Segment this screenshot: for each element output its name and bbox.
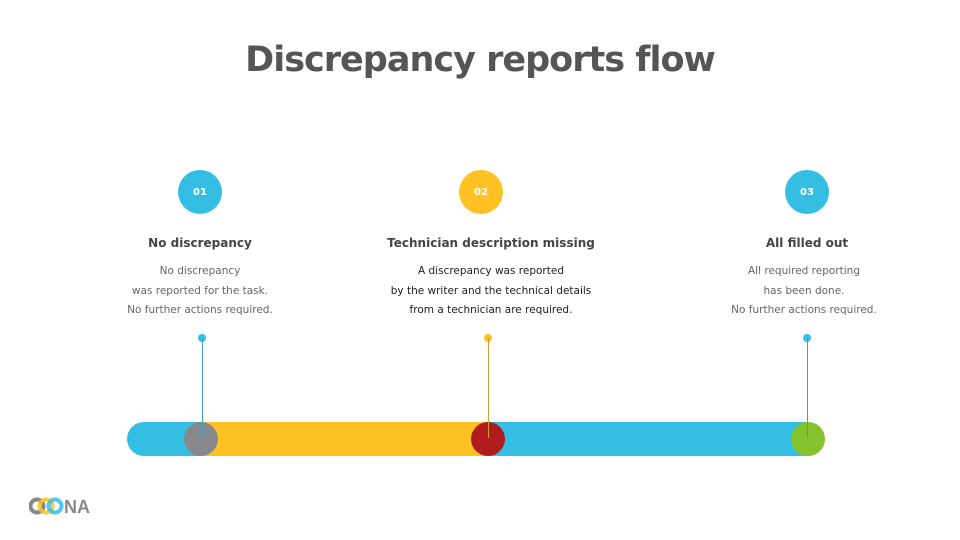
step-number-1: 01 bbox=[178, 170, 222, 214]
timeline-node-green bbox=[791, 422, 825, 456]
step-number-2: 02 bbox=[459, 170, 503, 214]
description-line: All required reporting bbox=[748, 265, 860, 277]
description-line: was reported for the task. bbox=[131, 284, 269, 297]
description-line: No further actions required. bbox=[127, 304, 273, 316]
page-title: Discrepancy reports flow bbox=[245, 40, 716, 80]
svg-text:NA: NA bbox=[64, 497, 90, 516]
step-heading-1: No discrepancy bbox=[148, 236, 252, 250]
description-line: No discrepancy bbox=[159, 265, 241, 277]
bar-segment-blue-end bbox=[488, 422, 808, 456]
description-line: No further actions required. bbox=[731, 304, 877, 316]
description-line: from a technician are required. bbox=[409, 304, 573, 316]
step-number-3: 03 bbox=[785, 170, 829, 214]
step-heading-3: All filled out bbox=[765, 236, 849, 250]
step-heading-2: Technician description missing bbox=[387, 236, 595, 250]
step-description-2: A discrepancy was reported by the writer… bbox=[341, 262, 641, 321]
oona-logo: NA bbox=[28, 496, 101, 520]
bar-segment-yellow bbox=[201, 422, 491, 456]
pin-line-2 bbox=[488, 338, 489, 438]
timeline-node-grey bbox=[184, 422, 218, 456]
pin-line-3 bbox=[807, 338, 808, 438]
description-line: has been done. bbox=[763, 284, 845, 297]
description-line: A discrepancy was reported bbox=[418, 265, 564, 277]
step-description-3: All required reporting has been done. No… bbox=[654, 262, 954, 321]
step-description-1: No discrepancy was reported for the task… bbox=[50, 262, 350, 321]
pin-line-1 bbox=[202, 338, 203, 438]
description-line: by the writer and the technical details bbox=[390, 284, 592, 297]
